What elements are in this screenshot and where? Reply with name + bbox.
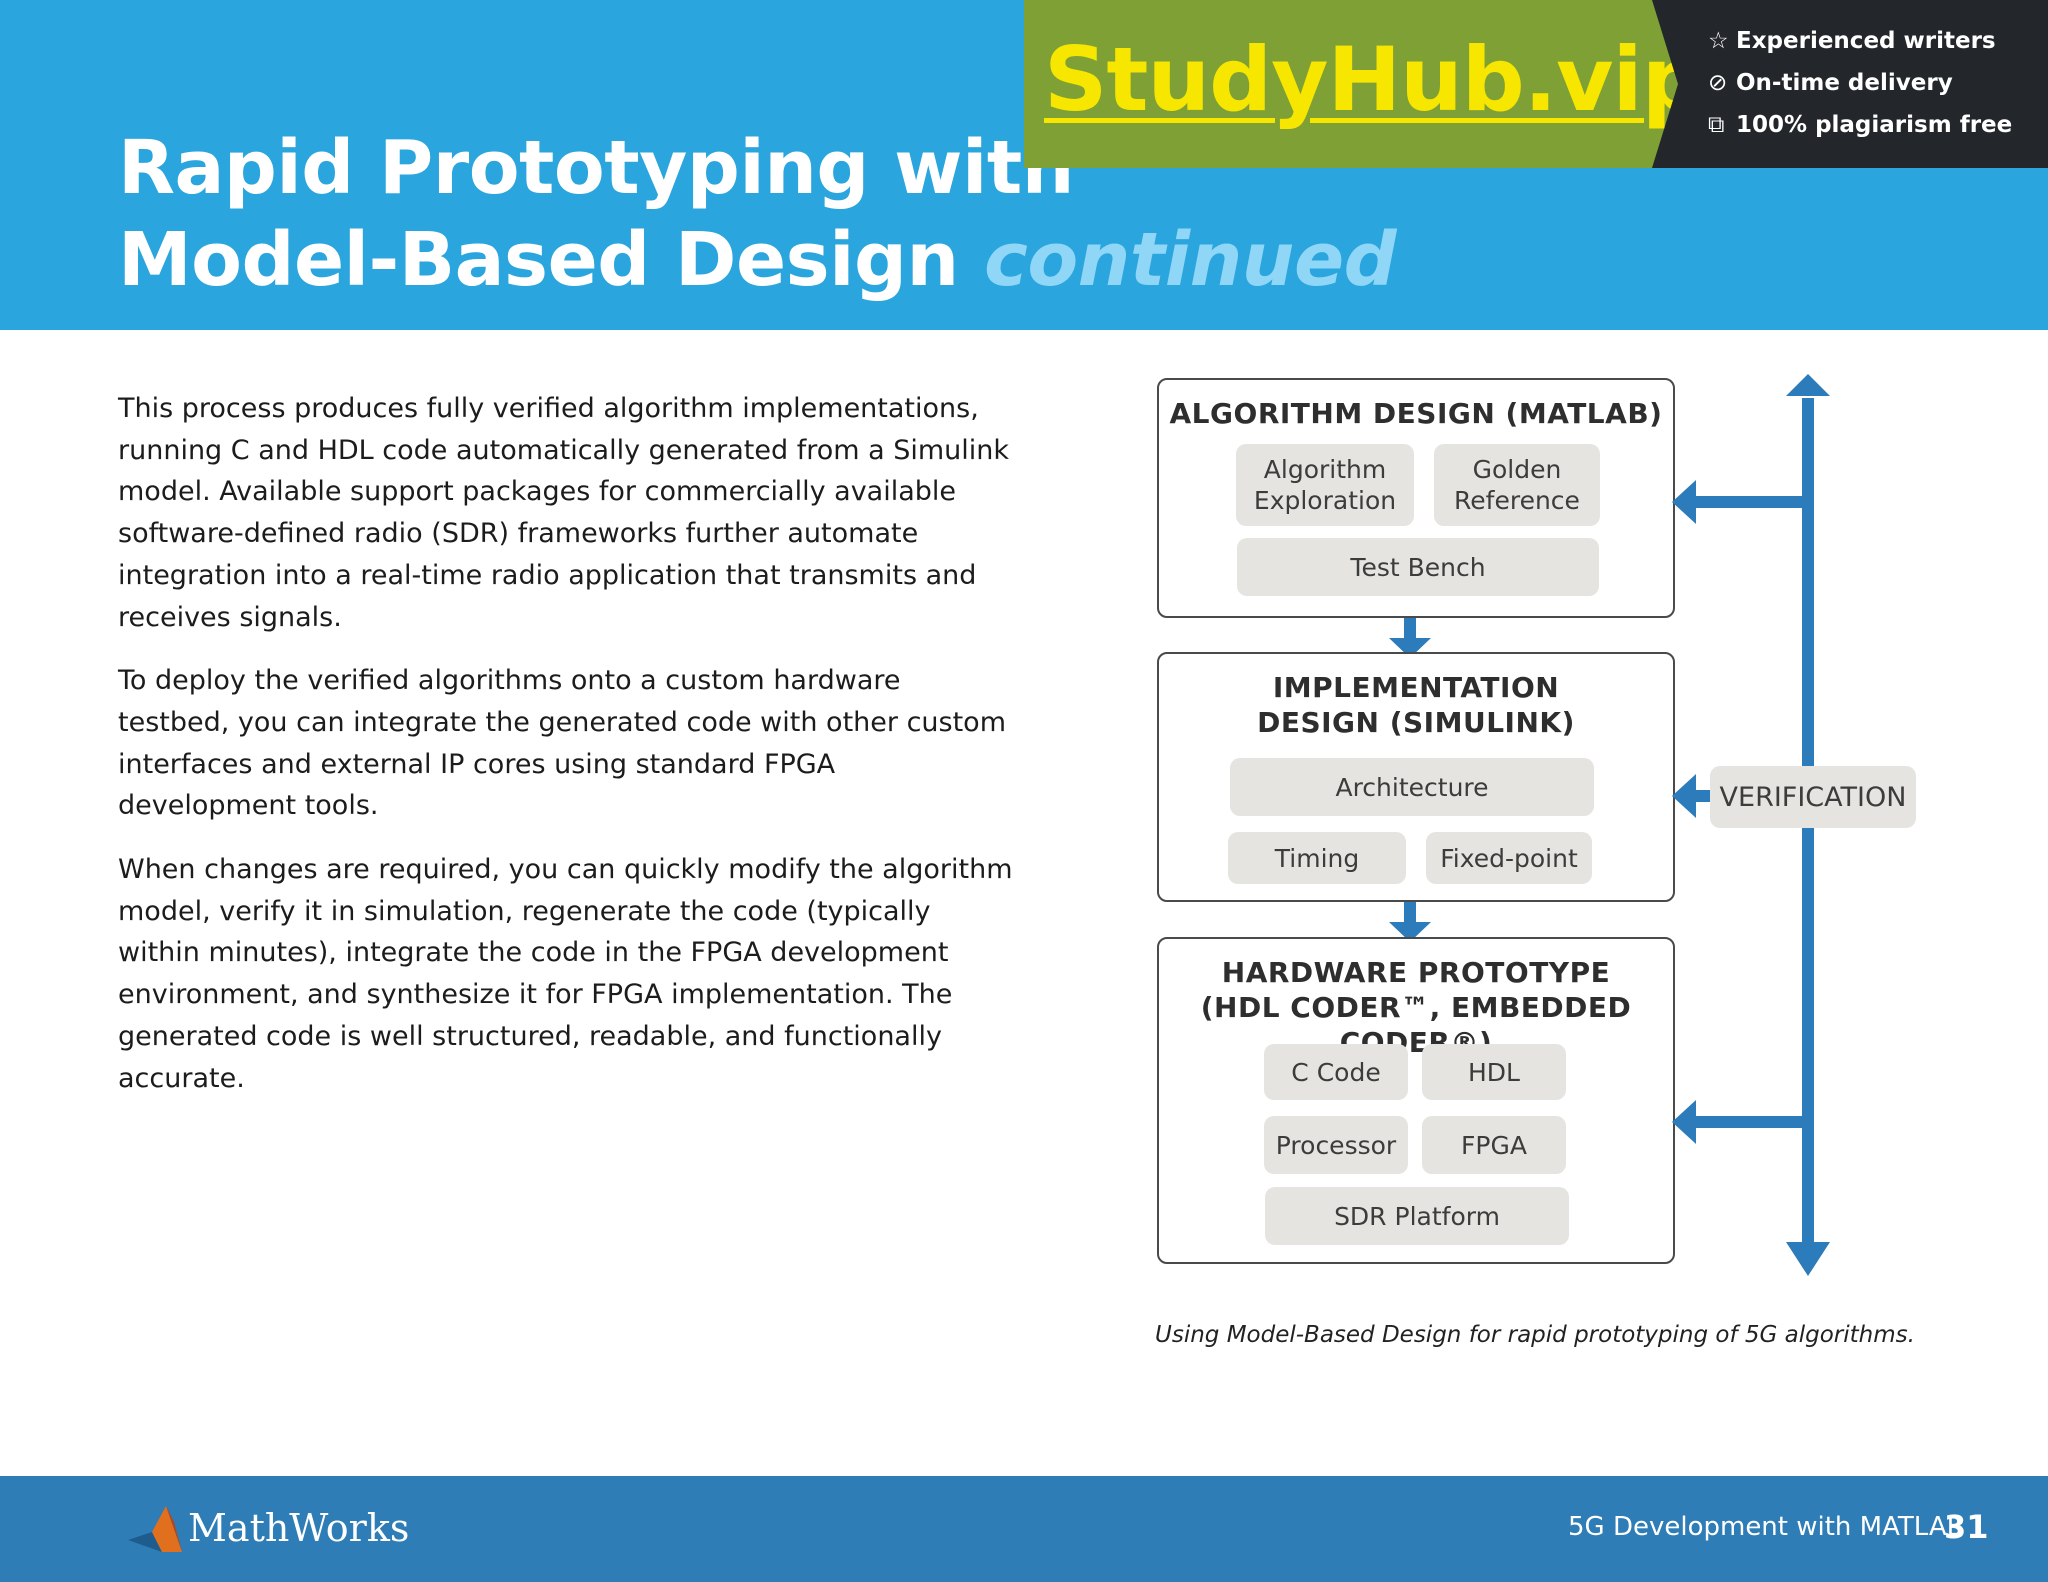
ad-logo[interactable]: StudyHub.vip (1044, 28, 1705, 131)
paragraph: To deploy the verified algorithms onto a… (118, 665, 1006, 822)
arrow-down-icon (1786, 1242, 1830, 1276)
body-text: This process produces fully verified alg… (118, 388, 1018, 1121)
ad-banner-features[interactable] (1652, 0, 2048, 168)
title-line-2-text: Model-Based Design (118, 217, 959, 303)
chip-hdl: HDL (1422, 1044, 1566, 1100)
hardware-title-line-1: HARDWARE PROTOTYPE (1221, 956, 1611, 989)
ad-item-delivery: ⊘ On-time delivery (1708, 70, 1953, 96)
arrow-left-icon (1672, 774, 1696, 818)
arrow-down-icon (1389, 618, 1431, 658)
arrow-down-icon (1389, 902, 1431, 942)
implementation-design-title: IMPLEMENTATION DESIGN (SIMULINK) (1159, 670, 1673, 740)
title-continued: continued (983, 217, 1397, 303)
ad-item-label: Experienced writers (1736, 28, 1996, 54)
title-line-1: Rapid Prototyping with (118, 125, 1074, 211)
chip-processor: Processor (1264, 1116, 1408, 1174)
ad-item-plagiarism: ⧉ 100% plagiarism free (1708, 112, 2012, 138)
chip-algorithm-exploration: Algorithm Exploration (1236, 444, 1414, 526)
arrow-left-icon (1672, 480, 1696, 524)
paragraph: When changes are required, you can quick… (118, 854, 1013, 1094)
page-number: 31 (1944, 1508, 1989, 1546)
arrow-left-icon (1672, 1100, 1696, 1144)
hardware-prototype-title: HARDWARE PROTOTYPE (HDL CODER™, EMBEDDED… (1159, 955, 1673, 1060)
implementation-title-line-1: IMPLEMENTATION (1272, 671, 1560, 704)
chip-fpga: FPGA (1422, 1116, 1566, 1174)
clock-icon: ⊘ (1708, 70, 1728, 96)
ad-item-writers: ☆ Experienced writers (1708, 28, 1996, 54)
star-icon: ☆ (1708, 28, 1729, 54)
paragraph: This process produces fully verified alg… (118, 393, 1010, 633)
mathworks-logo-icon (128, 1506, 182, 1552)
implementation-title-line-2: DESIGN (SIMULINK) (1257, 706, 1575, 739)
chip-fixed-point: Fixed-point (1426, 832, 1592, 884)
verification-label: VERIFICATION (1710, 766, 1916, 828)
chip-timing: Timing (1228, 832, 1406, 884)
chip-test-bench: Test Bench (1237, 538, 1599, 596)
ad-item-label: On-time delivery (1736, 70, 1953, 96)
algorithm-design-title: ALGORITHM DESIGN (MATLAB) (1169, 397, 1663, 430)
hardware-title-line-2: (HDL CODER™, EMBEDDED CODER®) (1200, 991, 1632, 1059)
ad-banner-logo-area[interactable] (1024, 0, 1674, 168)
copy-icon: ⧉ (1708, 112, 1725, 138)
chip-c-code: C Code (1264, 1044, 1408, 1100)
diagram-caption: Using Model-Based Design for rapid proto… (1155, 1322, 1915, 1348)
page-footer (0, 1476, 2048, 1582)
mathworks-logo-text: MathWorks (188, 1506, 410, 1550)
title-line-2: Model-Based Design continued (118, 214, 1397, 306)
footer-title: 5G Development with MATLAB (1568, 1512, 1965, 1542)
ad-item-label: 100% plagiarism free (1736, 112, 2013, 138)
chip-golden-reference: Golden Reference (1434, 444, 1600, 526)
arrow-up-icon (1786, 374, 1830, 396)
chip-architecture: Architecture (1230, 758, 1594, 816)
chip-sdr-platform: SDR Platform (1265, 1187, 1569, 1245)
page-title: Rapid Prototyping with Model-Based Desig… (118, 122, 1397, 306)
